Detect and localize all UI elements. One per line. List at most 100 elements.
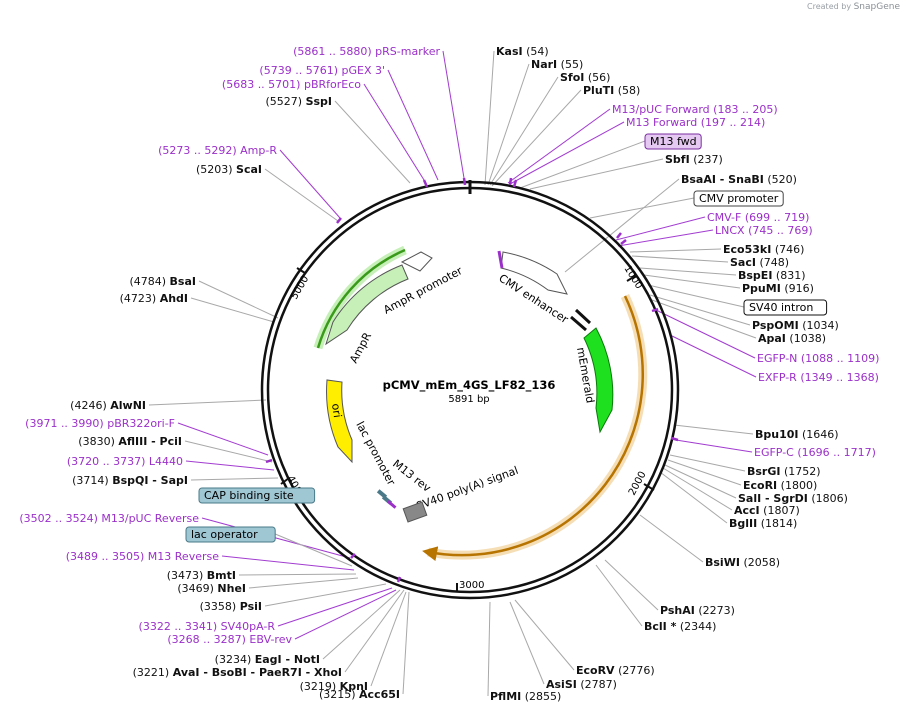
site-position: (1696 .. 1717)	[797, 446, 876, 459]
plasmid-length: 5891 bp	[448, 394, 489, 405]
connector-line	[148, 399, 267, 406]
site-name: AflIII - PciI	[118, 435, 182, 448]
connector-line	[190, 477, 279, 481]
feature-box-right-16: SV40 intron	[743, 299, 828, 316]
site-position: (3971 .. 3990)	[25, 417, 104, 430]
site-label-left-6: (4784) BsaI	[129, 275, 196, 288]
site-label-left-16: (3489 .. 3505) M13 Reverse	[66, 550, 219, 563]
site-name: Acc65I	[359, 688, 400, 701]
site-position: (3469)	[177, 582, 214, 595]
site-label-right-14: BspEI (831)	[738, 269, 806, 282]
site-label-left-8: (4246) AlwNI	[70, 399, 146, 412]
site-position: (58)	[618, 84, 641, 97]
connector-line	[519, 140, 646, 189]
ampr-feature	[325, 264, 409, 346]
connector-line	[669, 454, 746, 472]
site-position: (3234)	[215, 653, 252, 666]
connector-line	[322, 589, 401, 660]
connector-line	[647, 284, 745, 308]
connector-line	[264, 168, 339, 222]
site-label-left-5: (5203) ScaI	[196, 163, 262, 176]
site-name: L4440	[149, 455, 183, 468]
feature-box-left-13: CAP binding site	[198, 487, 316, 504]
site-position: (5203)	[196, 163, 233, 176]
feature-box-frame	[693, 190, 784, 207]
connector-line	[669, 334, 757, 378]
site-label-text: (5861 .. 5880) pRS-marker	[293, 45, 440, 58]
site-name: SalI - SgrDI	[738, 492, 808, 505]
site-position: (1807)	[763, 504, 800, 517]
ampr-promoter-feature	[400, 251, 433, 272]
connector-line	[589, 197, 695, 219]
feature-box-frame	[644, 133, 702, 150]
site-name: Amp-R	[240, 144, 277, 157]
site-name: Eco53kI	[723, 243, 771, 256]
site-label-text: SbfI (237)	[665, 153, 723, 166]
site-mark	[651, 307, 659, 313]
site-label-left-19: (3358) PsiI	[200, 600, 262, 613]
connector-line	[487, 63, 530, 186]
site-label-text: PshAI (2273)	[660, 604, 735, 617]
site-label-right-20: EXFP-R (1349 .. 1368)	[758, 371, 879, 384]
site-position: (1034)	[802, 319, 839, 332]
site-label-right-31: EcoRV (2776)	[576, 664, 655, 677]
connector-line	[184, 440, 273, 463]
site-label-right-3: PluTI (58)	[583, 84, 640, 97]
site-name: ScaI	[236, 163, 262, 176]
site-position: (5683 .. 5701)	[222, 78, 301, 91]
site-label-text: PpuMI (916)	[742, 282, 814, 295]
site-position: (1038)	[789, 332, 826, 345]
site-position: (237)	[693, 153, 723, 166]
site-name: M13/pUC Forward	[612, 103, 710, 116]
site-label-text: AccI (1807)	[734, 504, 800, 517]
site-label-text: BclI * (2344)	[644, 620, 716, 633]
site-name: ApaI	[758, 332, 786, 345]
site-label-text: CMV-F (699 .. 719)	[707, 211, 809, 224]
m13-rev-block	[386, 500, 397, 509]
site-label-right-1: NarI (55)	[531, 58, 583, 71]
site-label-text: (4723) AhdI	[120, 292, 188, 305]
feature-box-right-6: M13 fwd	[644, 133, 702, 150]
site-position: (1752)	[784, 465, 821, 478]
connector-line	[344, 589, 405, 673]
site-position: (699 .. 719)	[745, 211, 810, 224]
feature-box-frame	[743, 299, 828, 316]
connector-line	[675, 439, 753, 453]
connector-line	[185, 460, 275, 471]
site-label-right-26: AccI (1807)	[734, 504, 800, 517]
connector-line	[664, 464, 737, 499]
site-label-text: (3502 .. 3524) M13/pUC Reverse	[19, 512, 199, 525]
site-position: (3714)	[72, 474, 109, 487]
credit-brand: SnapGene	[853, 2, 900, 12]
site-label-text: (4784) BsaI	[129, 275, 196, 288]
site-name: SfoI	[560, 71, 584, 84]
lac-promoter-label: lac promoter	[353, 419, 398, 488]
site-label-text: (3469) NheI	[177, 582, 246, 595]
site-position: (2058)	[743, 556, 780, 569]
site-label-text: (3473) BmtI	[167, 569, 236, 582]
site-name: AccI	[734, 504, 760, 517]
site-name: M13 Reverse	[148, 550, 219, 563]
connector-line	[201, 517, 351, 559]
site-name: BspQI - SapI	[112, 474, 188, 487]
connector-line	[198, 280, 279, 319]
site-label-text: EXFP-R (1349 .. 1368)	[758, 371, 879, 384]
site-position: (3720 .. 3737)	[67, 455, 146, 468]
site-name: PshAI	[660, 604, 695, 617]
site-name: NarI	[531, 58, 557, 71]
site-name: PluTI	[583, 84, 614, 97]
site-label-right-19: EGFP-N (1088 .. 1109)	[757, 352, 879, 365]
memerald-feature	[583, 327, 614, 434]
site-name: BsaI	[170, 275, 196, 288]
site-name: pRS-marker	[375, 45, 440, 58]
connector-line	[604, 559, 659, 611]
connector-line	[643, 274, 741, 289]
site-label-left-17: (3473) BmtI	[167, 569, 236, 582]
site-label-text: (3358) PsiI	[200, 600, 262, 613]
site-name: pBR322ori-F	[107, 417, 175, 430]
snapgene-credit: Created by SnapGene	[807, 2, 900, 12]
plasmid-name: pCMV_mEm_4GS_LF82_136	[383, 378, 556, 393]
site-label-text: BsiWI (2058)	[705, 556, 780, 569]
site-position: (1814)	[761, 517, 798, 530]
site-name: KpnI	[340, 680, 368, 693]
